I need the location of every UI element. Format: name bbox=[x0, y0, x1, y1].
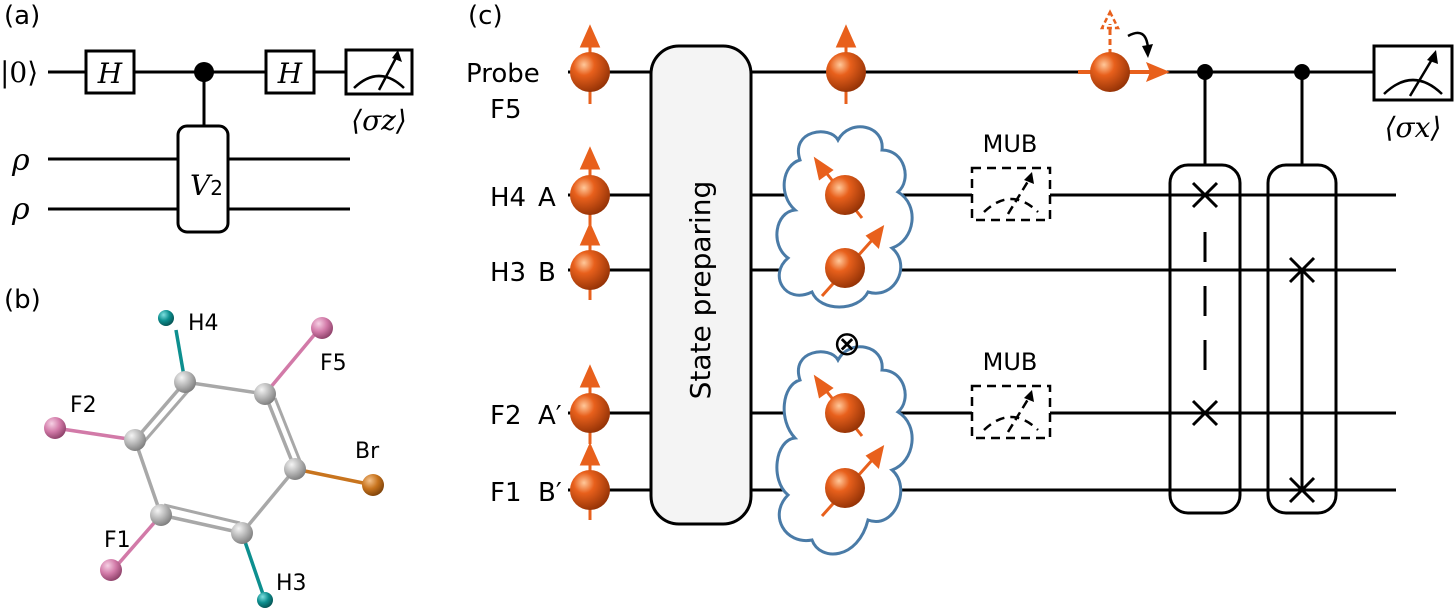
initial-spins bbox=[570, 24, 610, 520]
panel-a: (a) |0⟩ ρ ρ H V2 H ⟨σz⟩ bbox=[0, 1, 414, 234]
meter-icon bbox=[344, 48, 414, 96]
hydrogen-atom-h3 bbox=[257, 592, 273, 608]
panel-b: (b) H4 bbox=[4, 285, 384, 608]
spin-ball bbox=[570, 175, 610, 215]
v2-gate bbox=[176, 124, 230, 234]
hadamard-gate-1-label: H bbox=[97, 57, 123, 90]
mub-meter-icon-upper bbox=[970, 166, 1052, 222]
hadamard-gate-2 bbox=[264, 49, 316, 95]
ket-zero-label: |0⟩ bbox=[0, 56, 38, 89]
panel-a-label: (a) bbox=[4, 1, 40, 31]
qubit-nucleus-label: H4 bbox=[490, 183, 526, 213]
spin-ball bbox=[570, 393, 610, 433]
carbon-atom bbox=[124, 429, 146, 451]
mub-label-upper: MUB bbox=[983, 130, 1038, 158]
hydrogen-atom-h4 bbox=[158, 310, 174, 326]
spin-ball bbox=[570, 52, 610, 92]
spin-ball bbox=[826, 52, 866, 92]
carbon-atom bbox=[174, 371, 196, 393]
swap-gate-2 bbox=[1266, 163, 1338, 515]
spin-ball bbox=[1090, 52, 1130, 92]
entanglement-cloud-lower bbox=[775, 345, 914, 556]
carbon-atom bbox=[254, 383, 276, 405]
rho-label-1: ρ bbox=[11, 143, 30, 178]
v2-gate-subscript: 2 bbox=[210, 176, 223, 200]
atom-label-f2: F2 bbox=[70, 393, 97, 418]
v2-gate-letter: V bbox=[190, 169, 213, 202]
atom-label-br: Br bbox=[355, 439, 380, 464]
spin-ball bbox=[825, 468, 865, 508]
qubit-name-label: A′ bbox=[538, 401, 562, 431]
entanglement-cloud-upper bbox=[775, 125, 914, 309]
spin-ball bbox=[825, 248, 865, 288]
fluorine-atom-f2 bbox=[44, 417, 66, 439]
fluorine-atom-f1 bbox=[100, 559, 122, 581]
hadamard-gate-1 bbox=[84, 49, 136, 95]
carbon-atom bbox=[284, 458, 306, 480]
swap-cross-icon bbox=[1288, 256, 1316, 504]
state-preparing-label: State preparing bbox=[684, 181, 717, 400]
panel-b-label: (b) bbox=[4, 285, 41, 315]
fluorine-atom-f5 bbox=[311, 317, 333, 339]
sigma-z-label: ⟨σz⟩ bbox=[351, 104, 407, 137]
spin-ball bbox=[570, 250, 610, 290]
bromine-atom bbox=[362, 474, 384, 496]
mub-meter-icon-lower bbox=[970, 384, 1052, 440]
meter-icon bbox=[1372, 44, 1454, 102]
tensor-product-symbol: ⊗ bbox=[833, 324, 862, 364]
bond-br bbox=[294, 467, 374, 487]
sigma-x-label: ⟨σx⟩ bbox=[1385, 111, 1442, 144]
qubit-nucleus-label: H3 bbox=[490, 258, 526, 288]
rho-label-2: ρ bbox=[11, 192, 30, 227]
qubit-name-label: B′ bbox=[538, 478, 562, 508]
spin-ball bbox=[570, 470, 610, 510]
panel-c-label: (c) bbox=[468, 1, 503, 31]
qubit-nucleus-label: F1 bbox=[490, 478, 522, 508]
bond-f5 bbox=[263, 326, 322, 396]
atom-label-f5: F5 bbox=[320, 351, 347, 376]
probe-nucleus-label: F5 bbox=[490, 95, 522, 125]
v2-gate-label: V2 bbox=[190, 169, 223, 202]
panel-c: (c) Probe F5 H4 A H3 B F2 A′ F1 B′ bbox=[466, 1, 1454, 556]
spin-ball bbox=[825, 175, 865, 215]
ring-bonds bbox=[133, 380, 304, 535]
swap-gate-1 bbox=[1168, 163, 1242, 515]
bond-f1 bbox=[111, 513, 163, 572]
hadamard-gate-2-label: H bbox=[277, 57, 303, 90]
atom-label-f1: F1 bbox=[104, 528, 131, 553]
qubit-name-label: B bbox=[538, 258, 556, 288]
qubit-name-label: A bbox=[538, 183, 556, 213]
probe-label: Probe bbox=[466, 59, 540, 89]
state-preparing-box bbox=[649, 44, 753, 526]
atom-label-h4: H4 bbox=[188, 311, 219, 336]
bond-h3 bbox=[240, 532, 267, 601]
mub-label-lower: MUB bbox=[983, 348, 1038, 376]
spin-ball bbox=[825, 393, 865, 433]
qubit-nucleus-label: F2 bbox=[490, 401, 522, 431]
atom-label-h3: H3 bbox=[276, 571, 307, 596]
swap-cross-icon bbox=[1191, 181, 1219, 427]
carbon-atom bbox=[150, 504, 172, 526]
bond-f2 bbox=[54, 426, 136, 442]
carbon-atom bbox=[231, 522, 253, 544]
